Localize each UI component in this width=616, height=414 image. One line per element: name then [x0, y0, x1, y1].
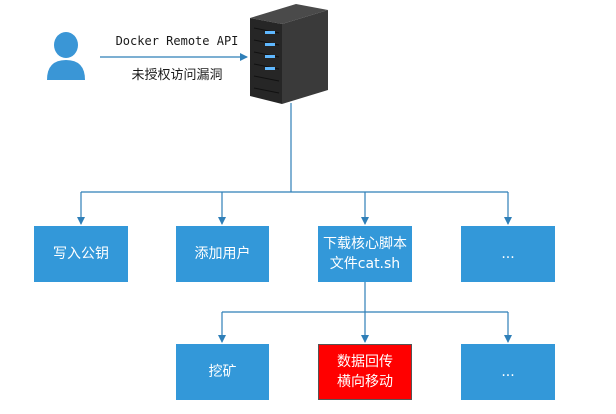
node-mining-label: 挖矿 — [208, 364, 237, 380]
node-write-key-label: 写入公钥 — [53, 246, 109, 262]
vulnerability-edge-label: 未授权访问漏洞 — [131, 68, 223, 83]
node-add-user-label: 添加用户 — [194, 246, 251, 262]
node-add-user: 添加用户 — [176, 226, 269, 282]
server-icon — [250, 4, 328, 104]
api-edge-label: Docker Remote API — [115, 34, 239, 48]
node-exfil-lateral-line1: 数据回传 — [337, 354, 393, 370]
node-mining: 挖矿 — [176, 344, 269, 400]
node-download-script-line2: 文件cat.sh — [329, 256, 401, 272]
node-more-2: ... — [461, 344, 555, 400]
node-more-1: ... — [461, 226, 555, 282]
node-more-2-label: ... — [501, 364, 515, 380]
node-write-key: 写入公钥 — [34, 226, 128, 282]
node-exfil-lateral-line2: 横向移动 — [337, 374, 393, 390]
node-exfil-lateral: 数据回传 横向移动 — [318, 344, 412, 400]
node-download-script-line1: 下载核心脚本 — [323, 236, 407, 252]
node-download-script: 下载核心脚本 文件cat.sh — [318, 226, 412, 282]
user-icon — [47, 32, 85, 80]
node-more-1-label: ... — [501, 246, 515, 262]
